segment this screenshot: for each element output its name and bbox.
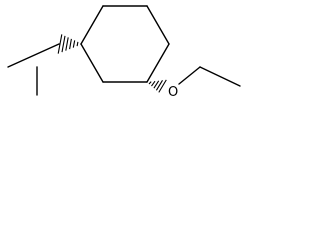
isopropyl-bond-up — [7, 43, 60, 68]
molecule-structure: O — [7, 5, 241, 100]
ethoxy-chain — [178, 66, 241, 87]
hashed-wedge-bond-left — [57, 34, 82, 54]
hashed-wedge-bond-right — [146, 79, 167, 93]
o-ch2-bond — [178, 66, 201, 85]
isopropyl-group — [7, 43, 60, 96]
ring-bond — [146, 5, 170, 45]
ring-bond — [146, 43, 170, 83]
ring-bond — [80, 43, 104, 83]
ring-bond — [80, 5, 104, 45]
ch2-ch3-bond — [199, 66, 241, 87]
oxygen-atom-label: O — [168, 85, 178, 100]
cyclohexane-ring — [80, 5, 170, 83]
